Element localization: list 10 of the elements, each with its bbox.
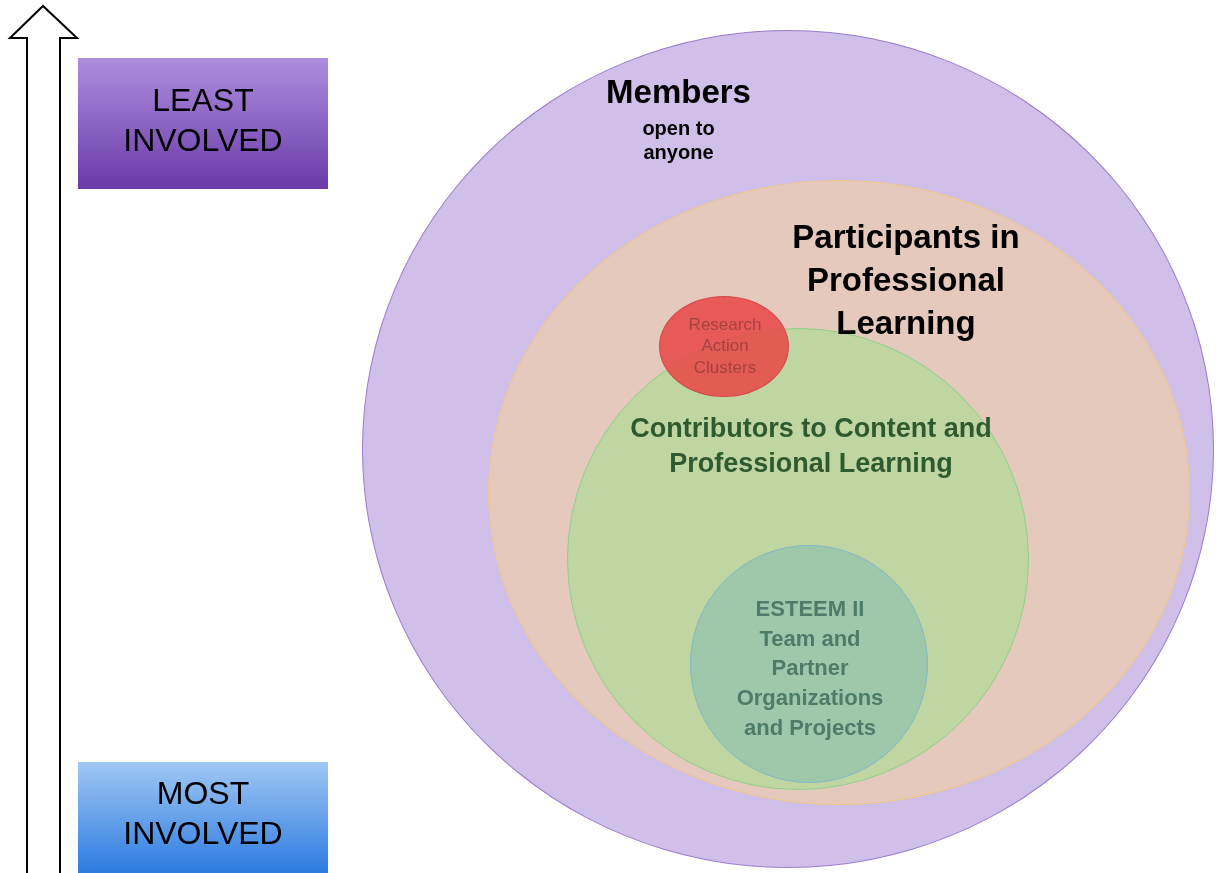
circle-heading: Contributors to Content and Professional Learning	[629, 412, 993, 481]
box-label: MOST INVOLVED	[122, 774, 284, 853]
circle-label: ESTEEM II Team and Partner Organizations and Projects	[735, 595, 885, 742]
ellipse-heading: Participants in Professional Learning	[791, 217, 1021, 343]
label-box	[78, 58, 328, 189]
ellipse-label: Research Action Clusters	[687, 314, 763, 378]
label-box	[78, 762, 328, 873]
circle-heading: Members	[605, 72, 752, 112]
circle-subtext: open to anyone	[641, 116, 716, 164]
box-label: LEAST INVOLVED	[122, 81, 284, 160]
